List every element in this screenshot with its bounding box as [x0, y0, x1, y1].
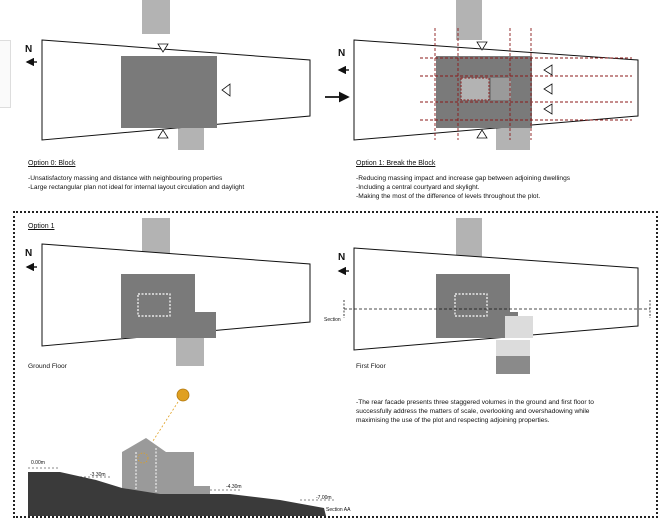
- arrow-marker-east-3: [543, 103, 553, 115]
- arrow-marker-north: [157, 43, 169, 53]
- north-label-3: N: [25, 248, 33, 259]
- description-line-1: -The rear facade presents three staggere…: [356, 399, 594, 406]
- building-mass: [436, 274, 518, 338]
- section-drawing: [28, 388, 334, 516]
- level-label-4: -7.00m: [316, 495, 332, 501]
- neighbour-north: [142, 0, 170, 34]
- neighbour-south: [496, 356, 530, 374]
- arrow-marker-north: [476, 41, 488, 51]
- neighbour-south: [176, 336, 204, 366]
- option1-heading: Option 1: [28, 223, 55, 230]
- neighbour-north: [456, 0, 482, 40]
- option1-break-line-3: -Making the most of the difference of le…: [356, 193, 541, 200]
- option0-heading: Option 0: Block: [28, 160, 76, 167]
- neighbour-south-light: [496, 340, 530, 356]
- arrow-marker-east: [221, 83, 231, 97]
- neighbour-south: [178, 126, 204, 150]
- north-label-2: N: [338, 48, 346, 59]
- option1-break-line-1: -Reducing massing impact and increase ga…: [356, 175, 571, 182]
- arrow-marker-east-2: [543, 83, 553, 95]
- side-tab: [0, 40, 11, 108]
- option0-line-2: -Large rectangular plan not ideal for in…: [28, 184, 245, 191]
- option0-plan: [41, 0, 311, 150]
- courtyard: [137, 293, 171, 317]
- skylight-marker: [137, 452, 149, 464]
- option1-frame: [13, 211, 658, 518]
- option1-break-plan: [353, 0, 639, 150]
- section-marker-label: Section: [324, 317, 341, 323]
- north-label-4: N: [338, 252, 346, 263]
- courtyard: [454, 293, 488, 317]
- description-line-2: successfully address the matters of scal…: [356, 408, 590, 415]
- block-mass: [121, 56, 217, 128]
- ground-floor-plan: [41, 218, 311, 366]
- level-label-3: -4.30m: [226, 484, 242, 490]
- option0-line-1: -Unsatisfactory massing and distance wit…: [28, 175, 223, 182]
- skylight: [491, 78, 511, 100]
- level-label-2: -3.30m: [90, 472, 106, 478]
- light-volume: [505, 316, 533, 338]
- arrow-marker-south: [476, 129, 488, 139]
- sun-ray: [141, 401, 179, 459]
- ground-floor-label: Ground Floor: [28, 363, 67, 370]
- section-name-label: Section AA: [326, 507, 351, 513]
- option1-break-heading: Option 1: Break the Block: [356, 160, 436, 167]
- description-line-3: maximising the use of the plot and respe…: [356, 417, 550, 424]
- first-floor-plan: [343, 218, 651, 374]
- level-label-1: 0.00m: [31, 460, 45, 466]
- ground-profile: [28, 472, 326, 516]
- north-label-1: N: [25, 44, 33, 55]
- sun-icon: [176, 388, 190, 402]
- arrow-marker-east-1: [543, 64, 553, 76]
- neighbour-south: [496, 126, 530, 150]
- arrow-marker-south: [157, 129, 169, 139]
- option1-break-line-2: -Including a central courtyard and skyli…: [356, 184, 480, 191]
- courtyard: [460, 77, 490, 101]
- red-guide-lines: [420, 28, 632, 140]
- first-floor-label: First Floor: [356, 363, 386, 370]
- building-mass: [121, 274, 216, 338]
- building-section: [122, 438, 210, 494]
